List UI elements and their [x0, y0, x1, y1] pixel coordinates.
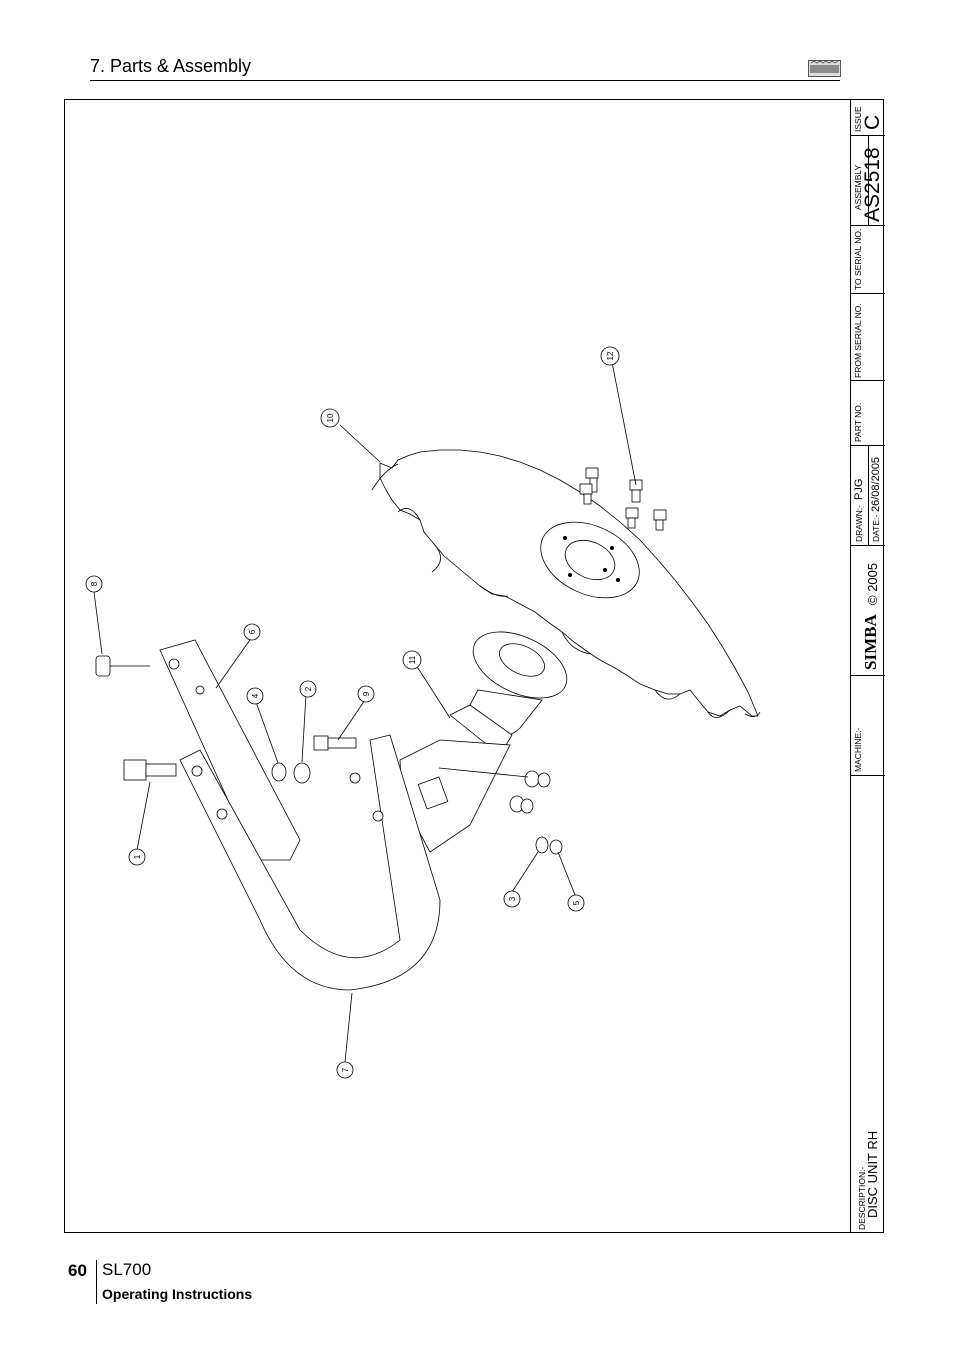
callout-4: 4	[246, 687, 264, 705]
assembly-value: AS2518	[861, 147, 884, 222]
title-block: ISSUE C ASSEMBLY AS2518 TO SERIAL NO. FR…	[850, 100, 885, 1233]
svg-text:1: 1	[133, 854, 142, 859]
hub-assembly	[449, 631, 568, 756]
description-value: DISC UNIT RH	[865, 1130, 880, 1218]
header-rule	[90, 80, 840, 81]
svg-text:8: 8	[90, 581, 99, 586]
machine-label: MACHINE:-	[853, 727, 863, 772]
callout-12: 12	[600, 346, 620, 366]
svg-text:11: 11	[408, 655, 417, 664]
svg-text:2: 2	[304, 686, 313, 691]
callout-5: 5	[567, 894, 585, 912]
svg-text:6: 6	[248, 629, 257, 634]
brand-wordmark: SIMBA	[861, 614, 880, 670]
svg-text:10: 10	[326, 413, 335, 422]
callout-3: 3	[503, 890, 521, 908]
svg-text:7: 7	[341, 1067, 350, 1072]
svg-text:9: 9	[362, 691, 371, 696]
callout-8: 8	[85, 575, 103, 593]
leader-lines	[93, 361, 637, 1063]
drawn-value: PJG	[853, 478, 865, 500]
callout-9: 9	[357, 685, 375, 703]
copyright: © 2005	[865, 562, 880, 605]
to-serial-label: TO SERIAL NO.	[853, 228, 863, 290]
callout-10: 10	[320, 408, 340, 428]
washer	[271, 762, 287, 782]
nut	[293, 762, 311, 784]
footer-divider	[96, 1260, 97, 1304]
drawn-label: DRAWN:-	[854, 505, 864, 542]
hardware-washers-nuts	[509, 770, 563, 855]
part-no-label: PART NO.	[853, 402, 863, 442]
shank-bolt	[313, 735, 357, 751]
date-value: 26/08/2005	[870, 456, 882, 512]
bush	[95, 655, 111, 677]
svg-text:3: 3	[508, 896, 517, 901]
svg-text:12: 12	[606, 351, 615, 360]
document-type: Operating Instructions	[102, 1286, 253, 1302]
page-number: 60	[68, 1261, 87, 1280]
callout-11: 11	[402, 650, 422, 670]
pivot-bolt	[123, 759, 177, 781]
simba-logo	[808, 60, 841, 77]
date-label: DATE:-	[871, 514, 881, 542]
svg-text:5: 5	[572, 900, 581, 905]
callout-6: 6	[243, 623, 261, 641]
callout-2: 2	[299, 680, 317, 698]
disc-blade	[371, 449, 761, 718]
u-tine	[179, 734, 441, 991]
callout-7: 7	[336, 1061, 354, 1079]
drawing-frame	[64, 99, 884, 1233]
callout-1: 1	[128, 848, 146, 866]
exploded-assembly-drawing: 1 2 3 4 5 6 7 8 9 10 11 12	[85, 346, 761, 1079]
from-serial-label: FROM SERIAL NO.	[853, 303, 863, 378]
section-title: 7. Parts & Assembly	[90, 56, 252, 76]
issue-value: C	[861, 114, 884, 130]
svg-text:4: 4	[251, 693, 260, 698]
product-name: SL700	[102, 1260, 152, 1279]
